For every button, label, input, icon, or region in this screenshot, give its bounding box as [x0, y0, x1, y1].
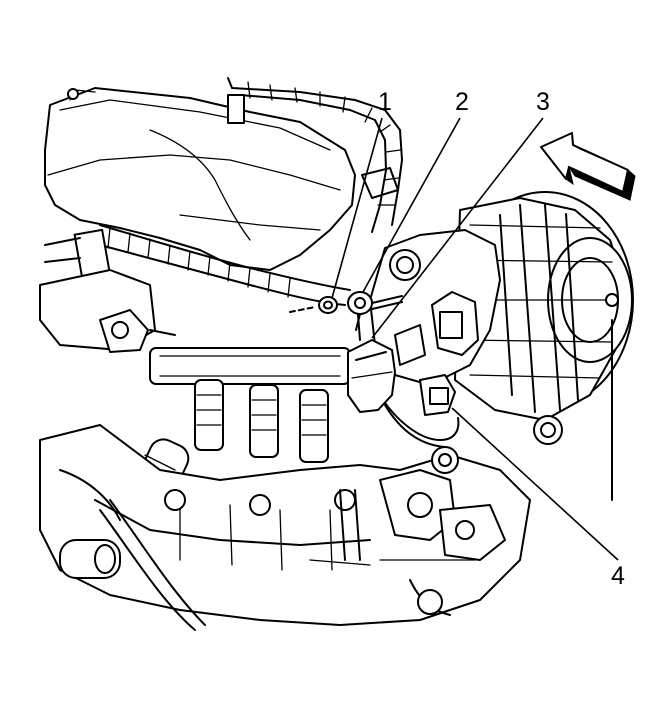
engine-cover [44, 87, 356, 271]
generator-bracket [369, 229, 501, 386]
generator-wiring-harness [379, 374, 460, 448]
terminal-nut [318, 296, 338, 314]
leader-1 [331, 117, 383, 299]
callout-2: 2 [455, 88, 469, 116]
leader-3 [371, 117, 544, 339]
callout-4: 4 [611, 562, 625, 590]
leader-2 [362, 117, 461, 293]
injector-3 [299, 389, 329, 463]
generator-assembly [454, 191, 634, 501]
callout-leaders [331, 117, 619, 561]
lower-engine [39, 424, 531, 631]
callout-1: 1 [378, 88, 392, 116]
arrow-icon [540, 132, 636, 202]
breather-hose [227, 77, 403, 233]
terminal-stud [289, 295, 403, 313]
terminal-eyelet [347, 291, 373, 331]
callout-3: 3 [536, 88, 550, 116]
injector-2 [249, 384, 279, 458]
leader-4 [451, 407, 619, 561]
injector-1 [194, 379, 224, 451]
